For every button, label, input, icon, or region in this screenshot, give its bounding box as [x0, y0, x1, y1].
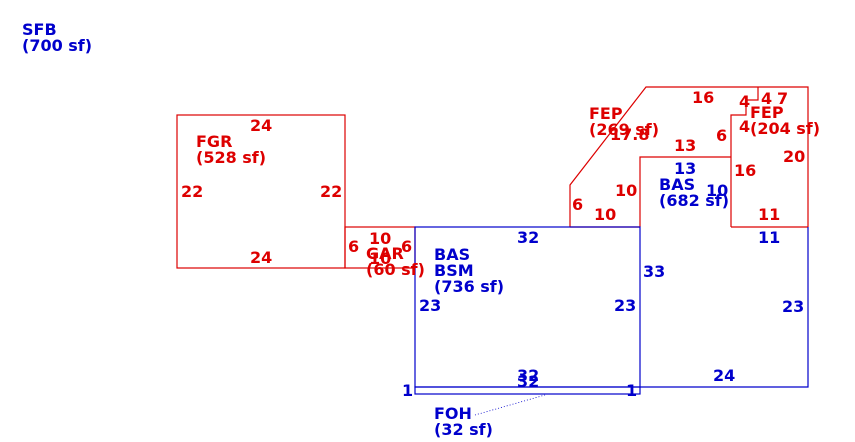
dim-bas2-top-right: 11	[758, 228, 780, 247]
dim-fgr-right: 22	[320, 182, 342, 201]
foh-leader-line	[474, 394, 546, 416]
foh-outline	[414, 386, 641, 395]
gar-code: GAR	[366, 244, 404, 263]
dim-gar-right: 6	[401, 237, 412, 256]
dim-fep2-bottom: 11	[758, 205, 780, 224]
sfb-area: (700 sf)	[22, 36, 93, 55]
bas-bsm-area-label: BAS BSM (736 sf)	[434, 247, 504, 295]
dim-bas2-mid: 10	[706, 181, 728, 200]
dim-fep2-right: 20	[783, 147, 805, 166]
foh-code: FOH	[434, 404, 472, 423]
dim-fep1-step: 10	[615, 181, 637, 200]
bas-bsm-area: (736 sf)	[434, 277, 505, 296]
dim-bsm-top: 32	[517, 228, 539, 247]
dim-fep2-left2: 16	[734, 161, 756, 180]
fep2-outline	[730, 87, 759, 227]
dim-fep2-top1: 4	[739, 92, 750, 111]
dim-fep1-left: 6	[572, 195, 583, 214]
fep2-area-label: FEP (204 sf)	[750, 105, 820, 137]
dim-foh-right: 1	[626, 381, 637, 400]
foh-area-label: FOH (32 sf)	[434, 406, 493, 438]
dim-fep2-top2: 4	[761, 89, 772, 108]
sfb-area-label: SFB (700 sf)	[22, 22, 92, 54]
dim-fep1-diag: 17.8	[610, 125, 649, 144]
dim-fgr-left: 22	[181, 182, 203, 201]
dim-fep2-top3: 7	[777, 89, 788, 108]
dim-bsm-right: 23	[614, 296, 636, 315]
dim-foh-left: 1	[402, 381, 413, 400]
dim-fep1-right-top: 13	[674, 136, 696, 155]
fep1-area: (269 sf)	[589, 120, 660, 139]
fgr-area: (528 sf)	[196, 148, 267, 167]
fgr-code: FGR	[196, 132, 233, 151]
bas2-code: BAS	[659, 175, 696, 194]
dim-bas2-bottom: 24	[713, 366, 735, 385]
dim-fep1-bottom: 10	[594, 205, 616, 224]
bas-bsm-code2: BSM	[434, 261, 474, 280]
fep1-outline	[569, 86, 809, 227]
dim-gar-bottom: 10	[369, 249, 391, 268]
fgr-outline	[176, 114, 346, 269]
fgr-area-label: FGR (528 sf)	[196, 134, 266, 166]
dim-foh-bottom: 32	[517, 372, 539, 391]
fep1-area-label: FEP (269 sf)	[589, 106, 659, 138]
dim-gar-left: 6	[348, 237, 359, 256]
foh-area: (32 sf)	[434, 420, 493, 439]
dim-bas2-left: 33	[643, 262, 665, 281]
fep1-code: FEP	[589, 104, 623, 123]
sfb-code: SFB	[22, 20, 57, 39]
bas2-outline	[640, 227, 809, 388]
dim-bas2-right: 23	[782, 297, 804, 316]
dim-fgr-top: 24	[250, 116, 272, 135]
dim-fep1-top: 16	[692, 88, 714, 107]
bas2-area-label: BAS (682 sf)	[659, 177, 729, 209]
bas-bsm-code: BAS	[434, 245, 471, 264]
dim-fgr-bottom: 24	[250, 248, 272, 267]
bas2-red-top	[639, 156, 731, 227]
fep2-code: FEP	[750, 103, 784, 122]
dim-fep2-inner: 4	[739, 117, 750, 136]
bas2-area: (682 sf)	[659, 191, 730, 210]
fep2-area: (204 sf)	[750, 119, 821, 138]
gar-area-label: GAR (60 sf)	[366, 246, 425, 278]
dim-bsm-left: 23	[419, 296, 441, 315]
dim-gar-top: 10	[369, 229, 391, 248]
dim-bas2-top: 13	[674, 159, 696, 178]
gar-area: (60 sf)	[366, 260, 425, 279]
dim-fep2-left: 6	[716, 126, 727, 145]
dim-bsm-bottom: 32	[517, 366, 539, 385]
